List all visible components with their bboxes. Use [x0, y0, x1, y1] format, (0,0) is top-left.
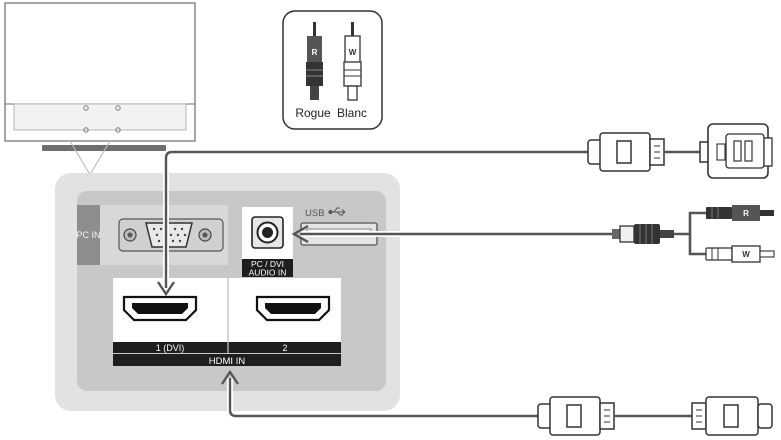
arrow-up-icon: [221, 369, 239, 385]
cable-lines: [157, 149, 612, 419]
audio-label-line1: PC / DVI: [251, 259, 284, 269]
red-plug-icon: R: [306, 22, 323, 100]
audio-jack-port: PC / DVI AUDIO IN: [242, 207, 293, 278]
hdmi-to-hdmi-cable: [537, 396, 773, 436]
hdmi-plug-left: [587, 132, 665, 172]
arrow-down-icon: [157, 281, 175, 297]
stereo-to-rca-cable: R W: [612, 205, 775, 263]
stereo-plug: [612, 224, 674, 244]
audio-color-legend: R W Rogue Blanc: [282, 10, 383, 130]
rca-red-plug: R: [706, 205, 774, 221]
hdmi-port-1: [122, 295, 198, 322]
hdmi-plug-a: [537, 396, 615, 436]
hdmi-plug-b: [691, 396, 773, 436]
usb-icon: [328, 207, 346, 216]
legend-red-letter: R: [312, 48, 318, 57]
legend-red-label: Rogue: [295, 106, 331, 120]
tv-stand-neck: [13, 103, 187, 131]
audio-label-line2: AUDIO IN: [249, 268, 287, 278]
usb-label: USB: [305, 208, 325, 219]
rca-white-plug: W: [705, 245, 775, 263]
rca-red-letter: R: [743, 209, 749, 218]
pc-in-label: PC IN: [76, 230, 100, 240]
legend-white-label: Blanc: [337, 106, 367, 120]
legend-white-letter: W: [349, 48, 357, 57]
pc-in-tab: [77, 205, 100, 265]
vga-port-icon: [118, 218, 224, 252]
hdmi-port1-label: 1 (DVI): [156, 343, 185, 353]
hdmi-port-2: [255, 295, 331, 322]
tv-illustration: [4, 2, 196, 179]
rca-white-letter: W: [742, 250, 750, 259]
hdmi-to-dvi-cable: [587, 123, 773, 179]
dvi-plug-right: [699, 123, 773, 179]
white-plug-icon: W: [343, 22, 362, 101]
arrow-left-icon: [291, 224, 309, 244]
hdmi-group-label: HDMI IN: [209, 356, 246, 367]
hdmi-port2-label: 2: [282, 343, 287, 353]
